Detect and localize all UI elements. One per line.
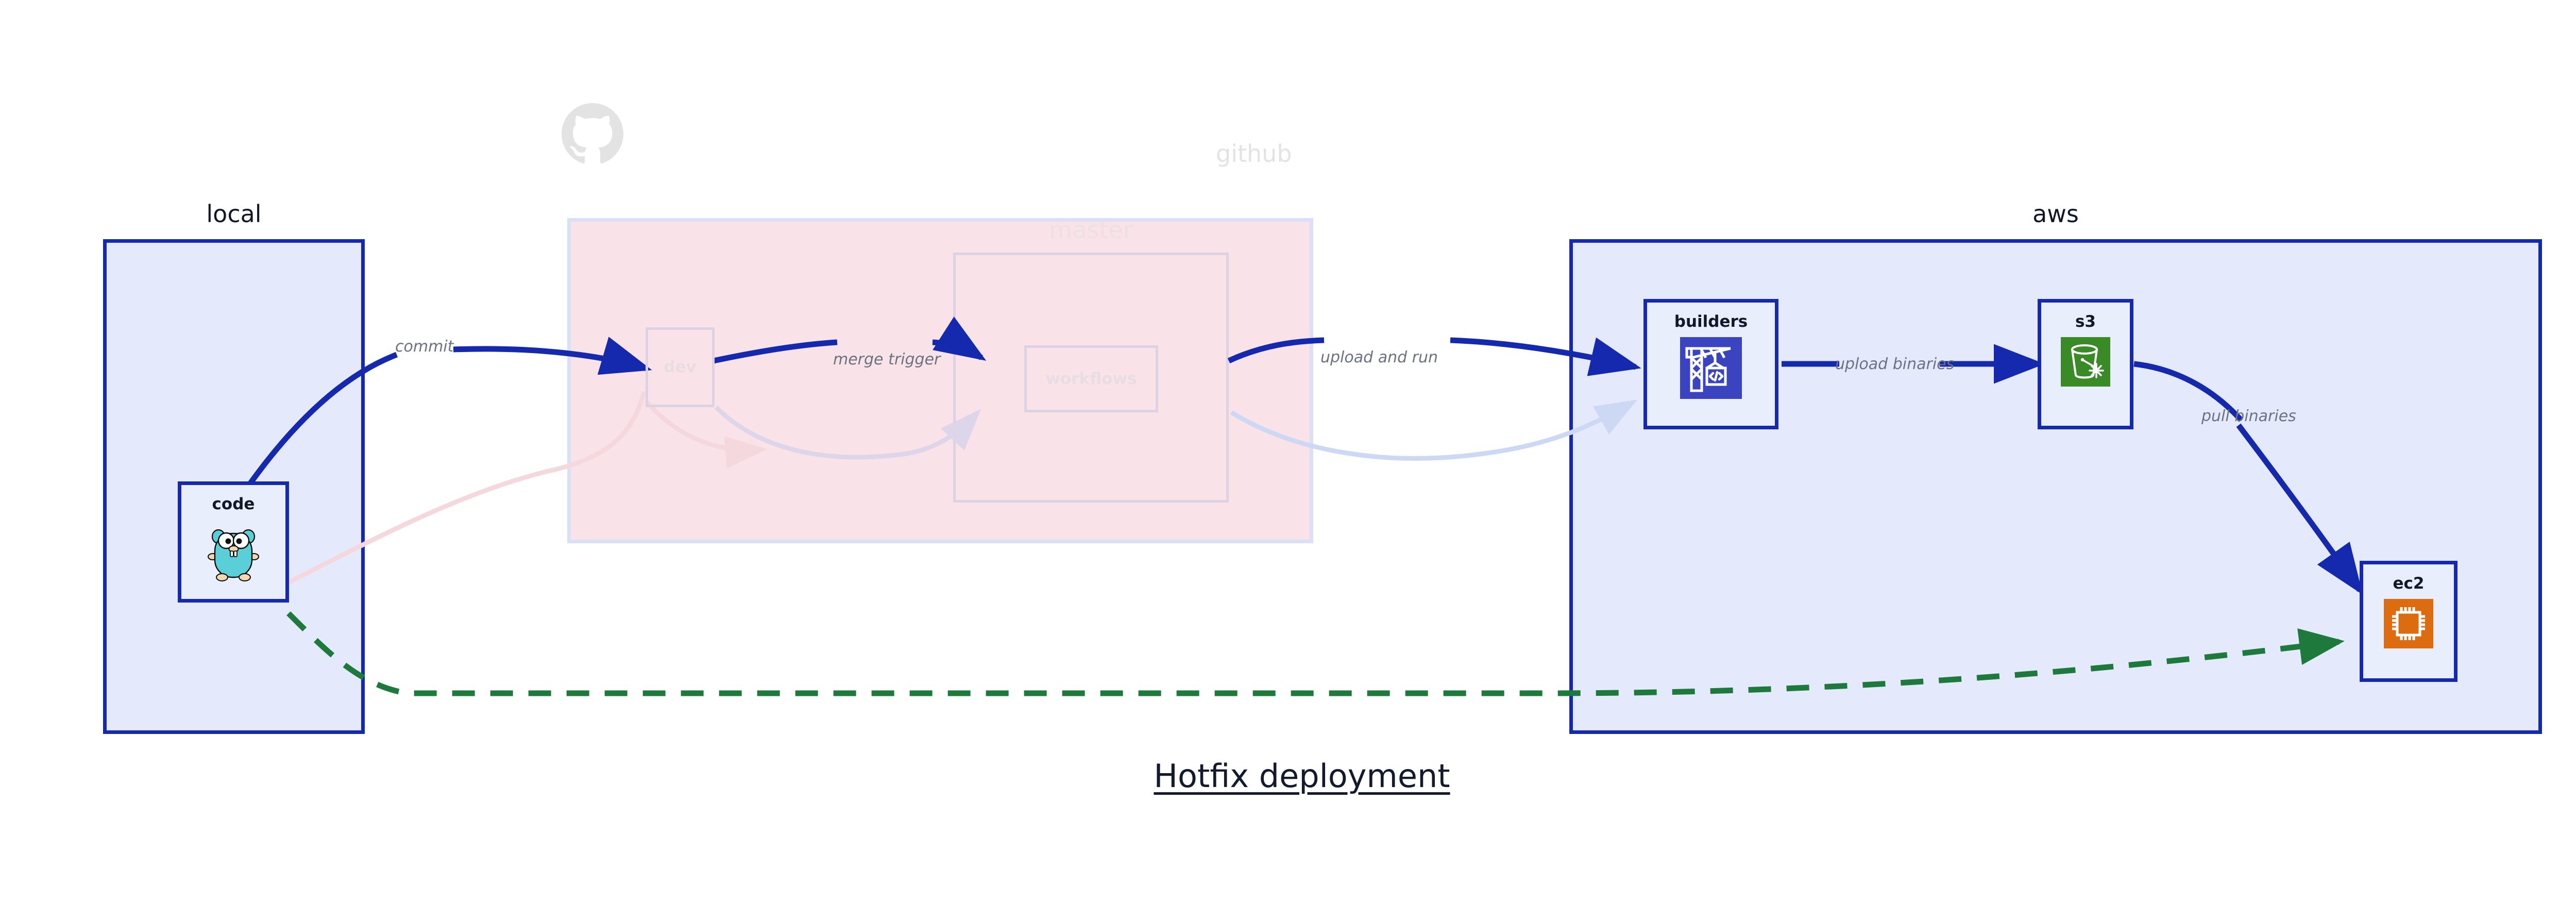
cluster-label-github: github	[1216, 140, 1292, 168]
node-code[interactable]: code	[178, 481, 289, 603]
node-workflows-label: workflows	[1045, 369, 1137, 388]
node-dev[interactable]: dev	[646, 327, 715, 407]
node-ec2-label: ec2	[2393, 574, 2425, 593]
node-ec2[interactable]: ec2	[2360, 561, 2458, 682]
aws-ec2-chip-icon	[2384, 599, 2433, 650]
edge-label-pull-binaries: pull binaries	[2201, 407, 2296, 425]
go-gopher-icon	[205, 520, 262, 587]
aws-s3-glacier-bucket-icon	[2061, 337, 2110, 389]
cluster-label-master: master	[1049, 216, 1133, 244]
node-dev-label: dev	[664, 358, 697, 376]
node-s3-label: s3	[2075, 312, 2096, 331]
node-s3[interactable]: s3	[2038, 299, 2133, 429]
node-workflows[interactable]: workflows	[1024, 345, 1158, 412]
edge-label-upload-and-run: upload and run	[1320, 348, 1438, 366]
github-octocat-icon	[562, 103, 623, 167]
edge-label-commit: commit	[395, 338, 454, 356]
edge-label-merge-trigger: merge trigger	[833, 350, 941, 369]
edge-label-upload-binaries: upload binaries	[1835, 355, 1955, 373]
cluster-master	[953, 253, 1229, 503]
cluster-github	[567, 218, 1313, 543]
aws-codebuild-crane-icon	[1680, 337, 1742, 401]
cluster-label-aws: aws	[2032, 200, 2079, 228]
node-builders-label: builders	[1674, 312, 1748, 331]
node-builders[interactable]: builders	[1643, 299, 1778, 429]
page-title: Hotfix deployment	[1154, 757, 1450, 795]
node-code-label: code	[212, 495, 255, 513]
cluster-label-local: local	[206, 200, 262, 228]
